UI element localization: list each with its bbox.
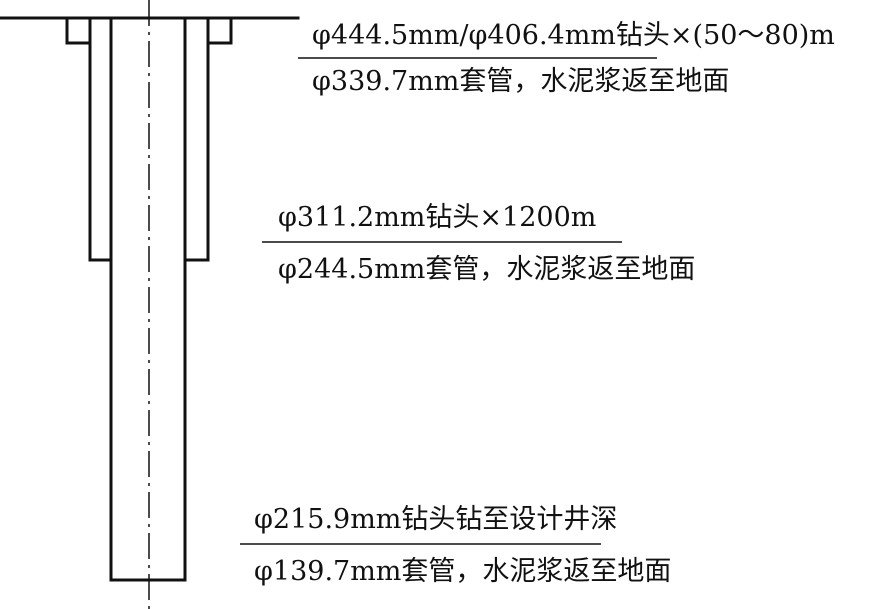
surface-bit-label: φ444.5mm/φ406.4mm钻头×(50～80)m [312,20,835,51]
production-casing-label: φ139.7mm套管，水泥浆返至地面 [254,556,672,587]
surface-casing-right-flange [206,16,233,45]
intermediate-bit-label: φ311.2mm钻头×1200m [278,202,597,233]
surface-casing-label: φ339.7mm套管，水泥浆返至地面 [312,66,730,97]
production-bit-label: φ215.9mm钻头钻至设计井深 [254,504,618,535]
intermediate-casing-label: φ244.5mm套管，水泥浆返至地面 [278,254,696,285]
surface-casing-left-flange [65,16,92,45]
